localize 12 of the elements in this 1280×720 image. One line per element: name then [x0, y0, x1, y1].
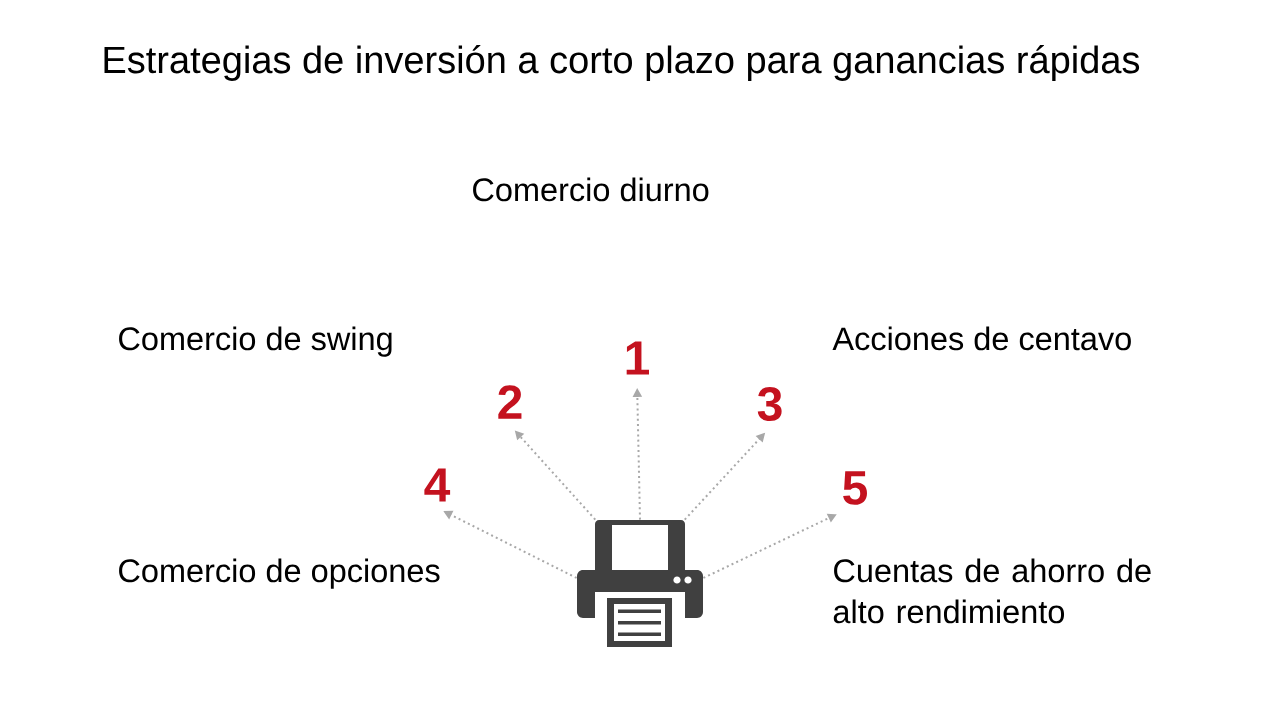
number-label: 4	[424, 468, 451, 502]
title: Estrategias de inversión a corto plazo para ganancias rápidas	[104, 45, 1140, 81]
number-label: 5	[843, 471, 867, 505]
category-label: Comercio diurno	[473, 177, 709, 202]
printer-icon	[577, 520, 703, 647]
category-label: Comercio de swing	[119, 326, 392, 357]
number-label: 1	[626, 341, 649, 375]
category-label: Comercio de opciones	[119, 558, 440, 589]
number-label: 2	[498, 385, 522, 419]
category-label: Cuentas de ahorro de alto rendimiento	[833, 558, 1151, 624]
number-label: 3	[757, 387, 782, 422]
category-label: Acciones de centavo	[832, 326, 1131, 351]
